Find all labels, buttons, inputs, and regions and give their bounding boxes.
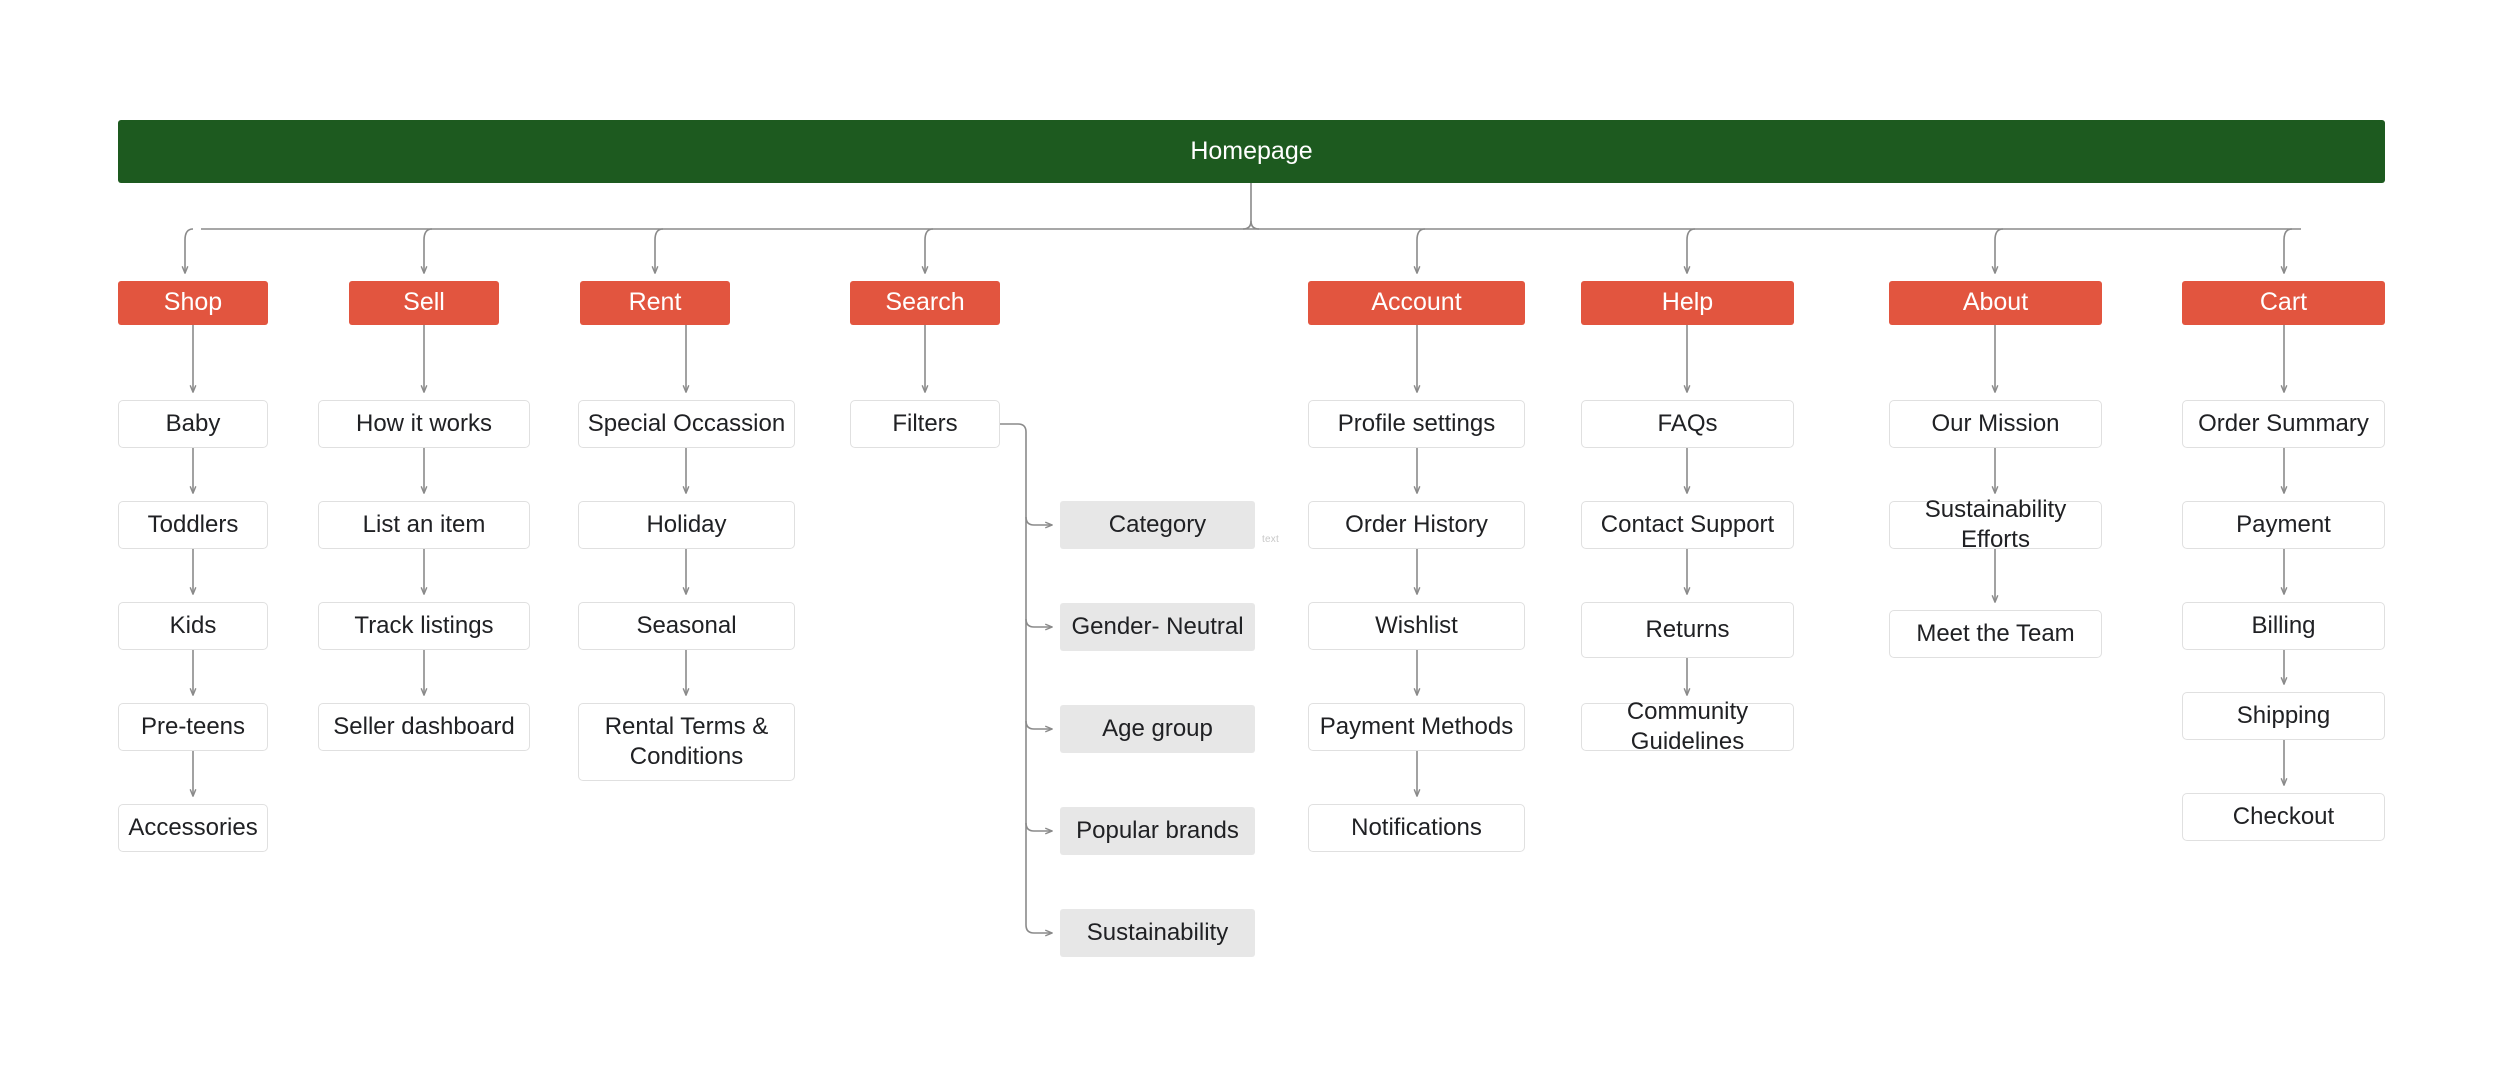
node-order-history[interactable]: Order History [1308, 501, 1525, 549]
node-filter-category[interactable]: Category [1060, 501, 1255, 549]
node-label: Our Mission [1931, 410, 2060, 437]
node-label: Rental Terms & Conditions [604, 713, 769, 770]
node-filter-popular-brands[interactable]: Popular brands [1060, 807, 1255, 855]
node-returns[interactable]: Returns [1581, 602, 1794, 658]
node-label: Gender- Neutral [1071, 613, 1244, 640]
node-label: Community Guidelines [1626, 698, 1749, 755]
node-label: Payment [2236, 511, 2331, 538]
node-payment[interactable]: Payment [2182, 501, 2385, 549]
node-profile-settings[interactable]: Profile settings [1308, 400, 1525, 448]
node-label: Track listings [354, 612, 494, 639]
node-filter-gender-neutral[interactable]: Gender- Neutral [1060, 603, 1255, 651]
node-how-it-works[interactable]: How it works [318, 400, 530, 448]
node-label: Sustainability [1086, 919, 1229, 946]
root-branches [181, 228, 2293, 274]
node-label: Checkout [2232, 803, 2335, 830]
node-faqs[interactable]: FAQs [1581, 400, 1794, 448]
node-label: Homepage [1190, 136, 1313, 165]
node-label: Special Occassion [587, 410, 786, 437]
node-special-occassion[interactable]: Special Occassion [578, 400, 795, 448]
node-label: Seller dashboard [333, 713, 515, 740]
node-label: Returns [1645, 616, 1730, 643]
node-sustainability-efforts[interactable]: Sustainability Efforts [1889, 496, 2102, 553]
node-label: FAQs [1657, 410, 1718, 437]
node-checkout[interactable]: Checkout [2182, 793, 2385, 841]
node-shipping[interactable]: Shipping [2182, 692, 2385, 740]
node-pre-teens[interactable]: Pre-teens [118, 703, 268, 751]
node-baby[interactable]: Baby [118, 400, 268, 448]
section-about[interactable]: About [1889, 281, 2102, 325]
section-account[interactable]: Account [1308, 281, 1525, 325]
node-contact-support[interactable]: Contact Support [1581, 501, 1794, 549]
node-label: Pre-teens [140, 713, 246, 740]
node-label: How it works [355, 410, 493, 437]
node-filter-sustainability[interactable]: Sustainability [1060, 909, 1255, 957]
node-label: Age group [1102, 715, 1213, 742]
filters-rail [1000, 423, 1035, 934]
node-seller-dashboard[interactable]: Seller dashboard [318, 703, 530, 751]
node-holiday[interactable]: Holiday [578, 501, 795, 549]
section-help[interactable]: Help [1581, 281, 1794, 325]
node-seasonal[interactable]: Seasonal [578, 602, 795, 650]
node-our-mission[interactable]: Our Mission [1889, 400, 2102, 448]
node-track-listings[interactable]: Track listings [318, 602, 530, 650]
node-label: Popular brands [1076, 817, 1239, 844]
section-rent[interactable]: Rent [580, 281, 730, 325]
node-label: Order History [1345, 511, 1488, 538]
node-label: Sustainability Efforts [1924, 496, 2067, 553]
placeholder-text-note: text [1262, 534, 1279, 545]
node-payment-methods[interactable]: Payment Methods [1308, 703, 1525, 751]
node-label: Toddlers [147, 511, 239, 538]
section-sell[interactable]: Sell [349, 281, 499, 325]
node-label: Kids [169, 612, 217, 639]
node-label: Profile settings [1337, 410, 1496, 437]
node-homepage[interactable]: Homepage [118, 120, 2385, 183]
node-filter-age-group[interactable]: Age group [1060, 705, 1255, 753]
node-label: Order Summary [2198, 410, 2369, 437]
node-label: Rent [628, 288, 682, 317]
node-wishlist[interactable]: Wishlist [1308, 602, 1525, 650]
node-label: List an item [362, 511, 486, 538]
node-label: Holiday [646, 511, 727, 538]
node-meet-the-team[interactable]: Meet the Team [1889, 610, 2102, 658]
filters-branches [1025, 516, 1053, 937]
node-label: Meet the Team [1916, 620, 2075, 647]
node-label: Seasonal [636, 612, 737, 639]
node-label: Baby [165, 410, 221, 437]
node-order-summary[interactable]: Order Summary [2182, 400, 2385, 448]
node-label: About [1962, 288, 2029, 317]
node-label: Contact Support [1600, 511, 1775, 538]
node-label: Billing [2251, 612, 2316, 639]
node-label: Sell [403, 288, 445, 317]
node-label: Account [1371, 288, 1462, 317]
node-label: Accessories [128, 814, 258, 841]
node-label: Notifications [1351, 814, 1482, 841]
node-kids[interactable]: Kids [118, 602, 268, 650]
node-label: Payment Methods [1319, 713, 1514, 740]
root-bus [201, 183, 2301, 230]
node-label: Wishlist [1375, 612, 1458, 639]
section-cart[interactable]: Cart [2182, 281, 2385, 325]
node-toddlers[interactable]: Toddlers [118, 501, 268, 549]
node-label: Category [1108, 511, 1207, 538]
node-label: Shop [163, 288, 223, 317]
node-label: Help [1661, 288, 1714, 317]
node-filters[interactable]: Filters [850, 400, 1000, 448]
node-community-guidelines[interactable]: Community Guidelines [1581, 698, 1794, 755]
section-search[interactable]: Search [850, 281, 1000, 325]
node-label: Filters [892, 410, 958, 437]
node-accessories[interactable]: Accessories [118, 804, 268, 852]
node-list-an-item[interactable]: List an item [318, 501, 530, 549]
node-billing[interactable]: Billing [2182, 602, 2385, 650]
node-label: Cart [2259, 288, 2308, 317]
node-notifications[interactable]: Notifications [1308, 804, 1525, 852]
node-rental-terms-and-conditions[interactable]: Rental Terms & Conditions [578, 703, 795, 781]
section-shop[interactable]: Shop [118, 281, 268, 325]
node-label: Shipping [2236, 702, 2331, 729]
node-label: Search [885, 288, 965, 317]
